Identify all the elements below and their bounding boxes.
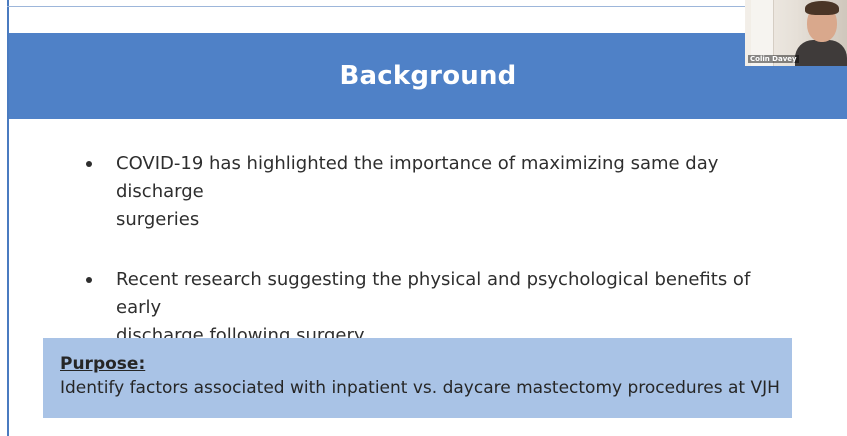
slide-left-border [7,0,9,436]
bullet-dot-icon [86,161,92,167]
purpose-heading: Purpose: [60,354,146,374]
bullet-item: COVID-19 has highlighted the importance … [82,150,782,234]
participant-video-tile[interactable]: Colin Davey [745,0,847,66]
slide-title: Background [339,61,517,91]
video-door [751,0,774,66]
bullet-list: COVID-19 has highlighted the importance … [82,150,782,350]
purpose-text: Identify factors associated with inpatie… [60,378,780,398]
bullet-text-line: COVID-19 has highlighted the importance … [116,153,719,202]
participant-name-label: Colin Davey [748,55,799,63]
participant-hair [805,1,839,15]
slide-top-border [7,6,745,7]
slide-title-bar: Background [9,33,847,119]
participant-body [795,40,847,66]
purpose-box: Purpose: Identify factors associated wit… [43,338,792,418]
bullet-text-line: Recent research suggesting the physical … [116,269,751,318]
bullet-dot-icon [86,277,92,283]
bullet-text-line: surgeries [116,209,200,230]
